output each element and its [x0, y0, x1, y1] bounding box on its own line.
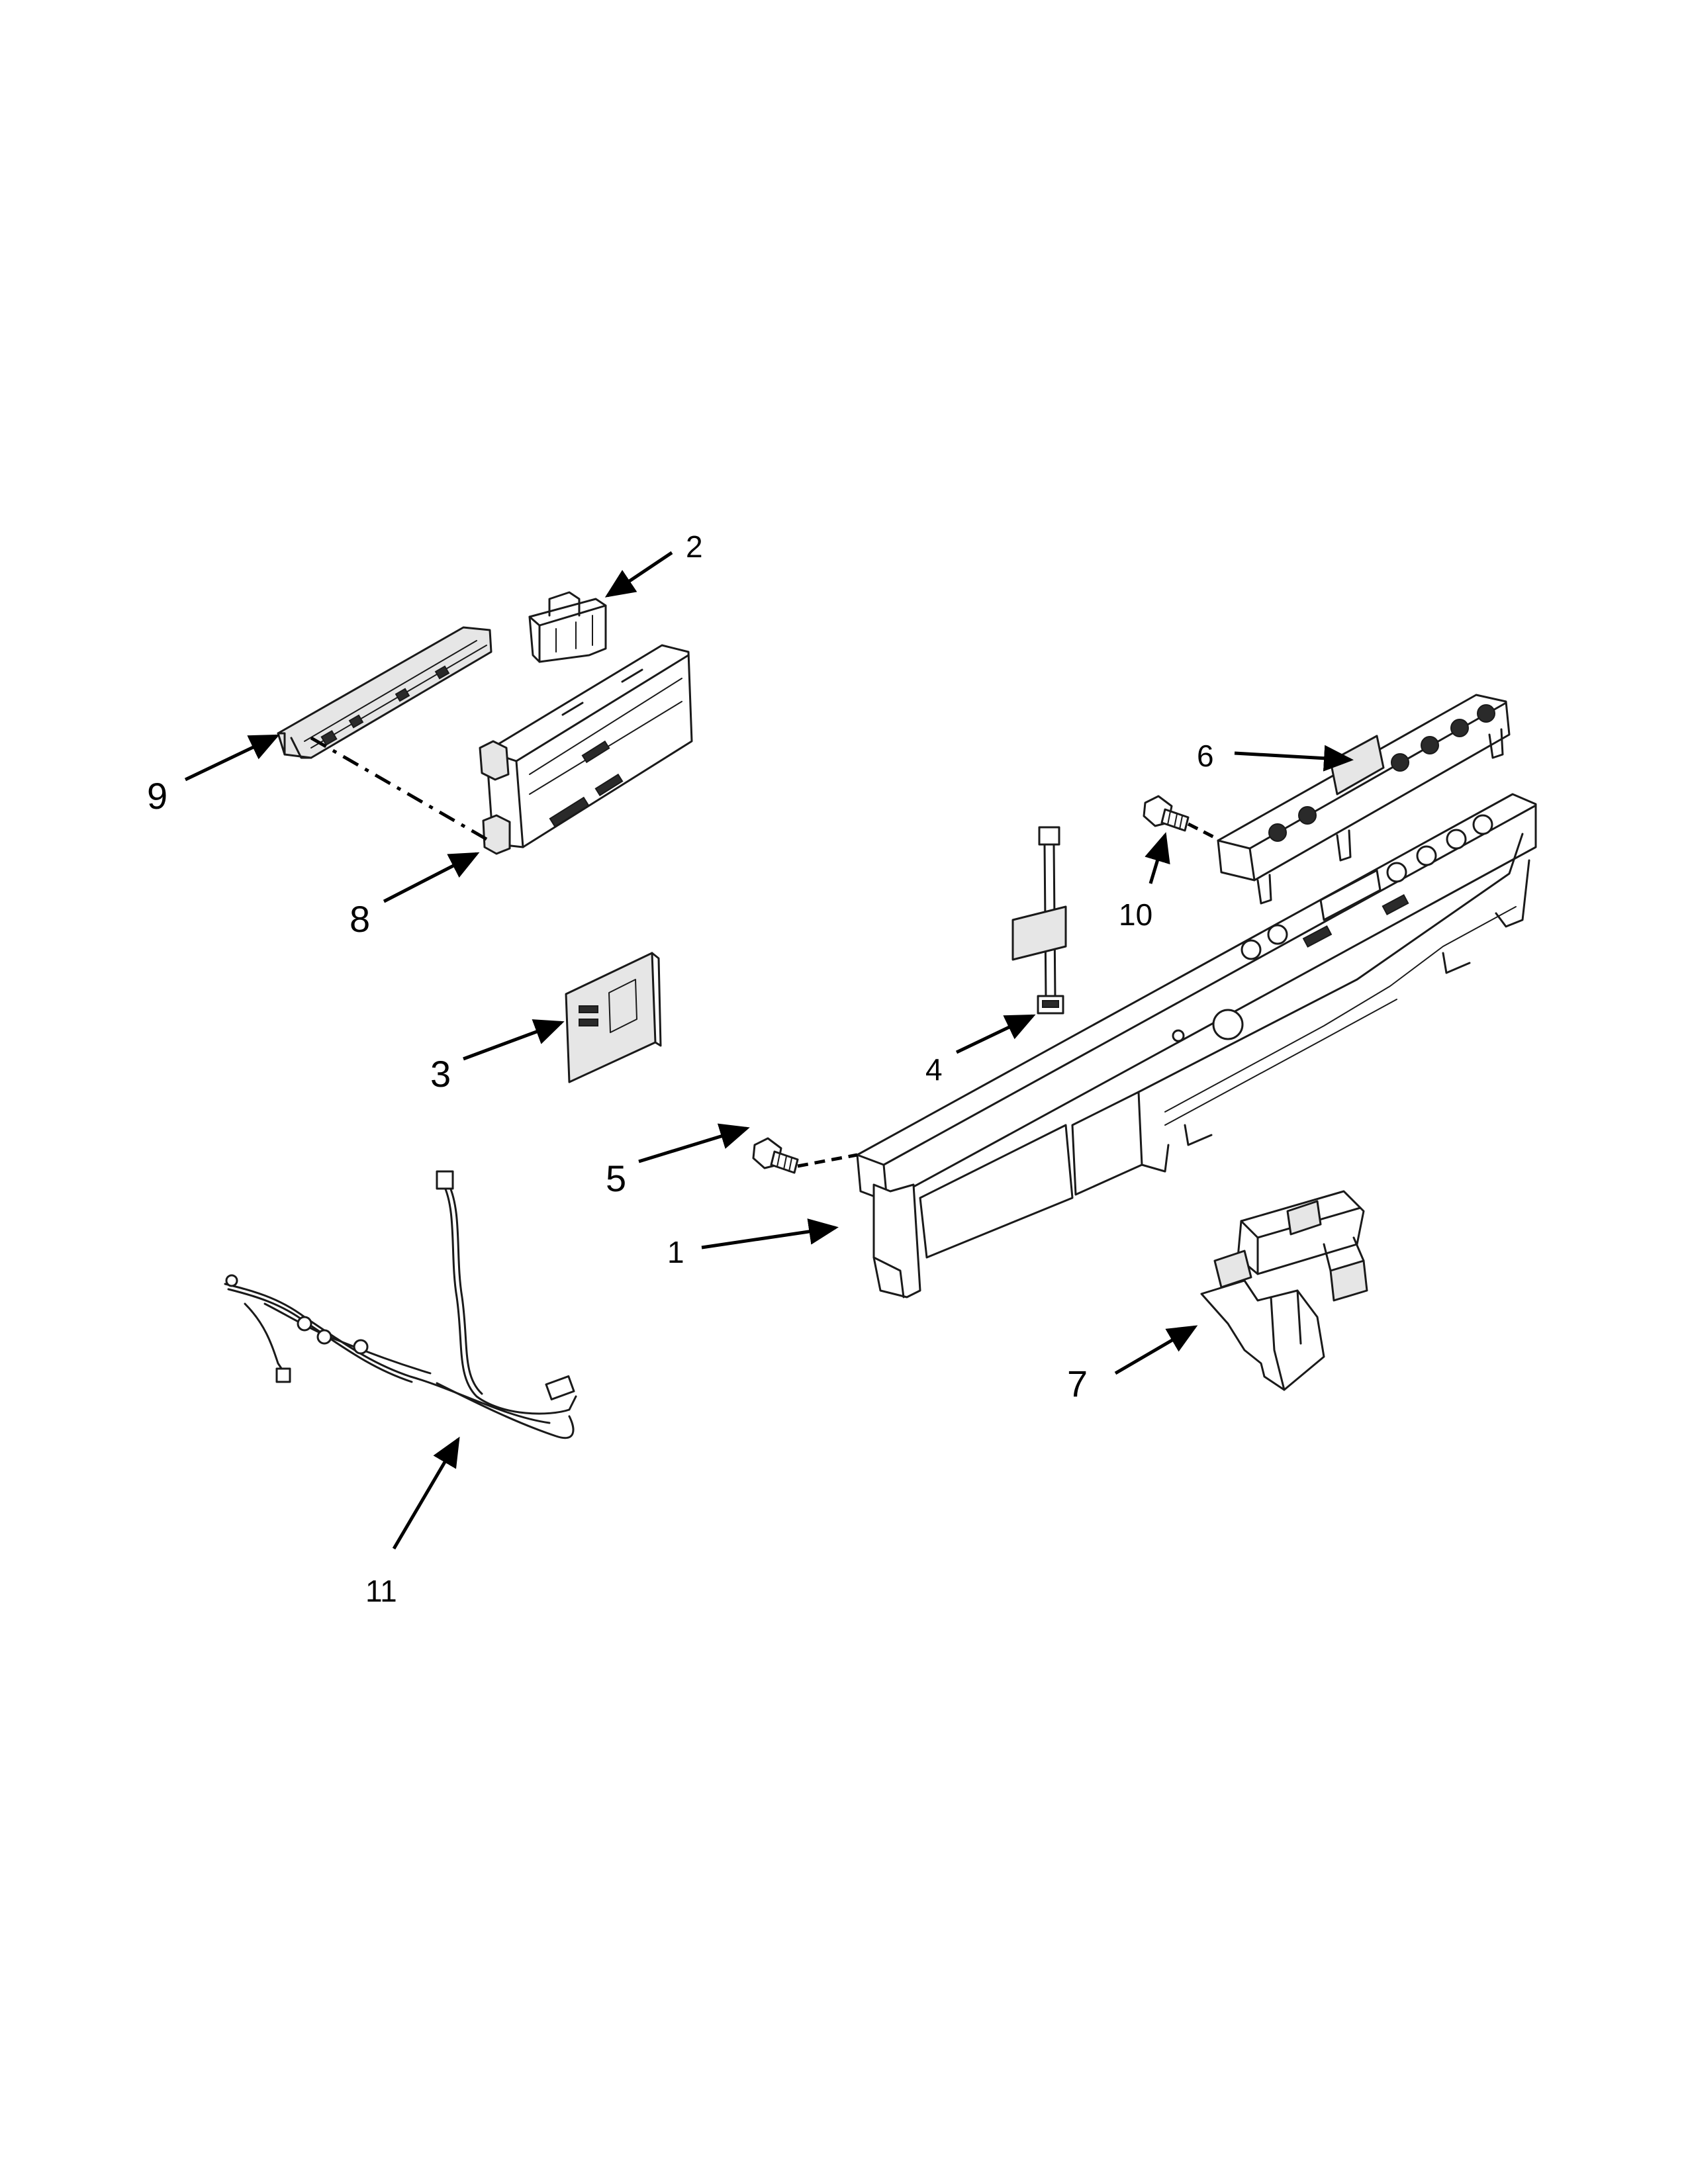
callout-8: 8: [350, 898, 370, 940]
part-7-latch: [1200, 1190, 1368, 1391]
part-8-control-board: [479, 644, 693, 855]
callout-5: 5: [606, 1158, 626, 1199]
leader-arrow-9: [184, 734, 280, 782]
callout-4: 4: [925, 1052, 943, 1087]
callout-3: 3: [430, 1053, 451, 1095]
callout-6: 6: [1197, 739, 1214, 773]
assembly-line-10-to-6: [1187, 822, 1219, 841]
part-1-control-panel: [856, 793, 1537, 1298]
callout-11: 11: [365, 1574, 397, 1608]
leader-arrow-5: [638, 1123, 750, 1163]
leader-arrow-3: [463, 1019, 565, 1061]
leader-arrow-8: [383, 852, 480, 903]
part-10-screw: [1143, 795, 1190, 832]
leader-arrow-6: [1234, 745, 1354, 772]
callout-10: 10: [1119, 897, 1152, 932]
callout-9: 9: [147, 775, 167, 817]
leader-arrow-1: [701, 1218, 839, 1250]
part-9-bracket: [277, 626, 492, 759]
leader-arrow-4: [955, 1014, 1036, 1054]
callout-1: 1: [667, 1235, 684, 1269]
part-4-wire-connector: [1011, 826, 1067, 1015]
part-3-plate: [565, 952, 662, 1083]
part-5-screw: [752, 1137, 799, 1174]
assembly-line-9-to-8: [310, 736, 488, 841]
part-2-clip: [528, 591, 607, 663]
part-11-wire-harness: [224, 1170, 577, 1439]
part-6-switch-assembly: [1217, 694, 1511, 905]
leader-arrow-7: [1114, 1325, 1198, 1375]
assembly-line-5-to-1: [797, 1153, 858, 1168]
leader-arrow-2: [604, 551, 673, 598]
leader-arrow-11: [392, 1436, 460, 1550]
callout-7: 7: [1067, 1363, 1088, 1404]
callout-2: 2: [686, 529, 703, 564]
leader-arrow-10: [1145, 832, 1170, 884]
